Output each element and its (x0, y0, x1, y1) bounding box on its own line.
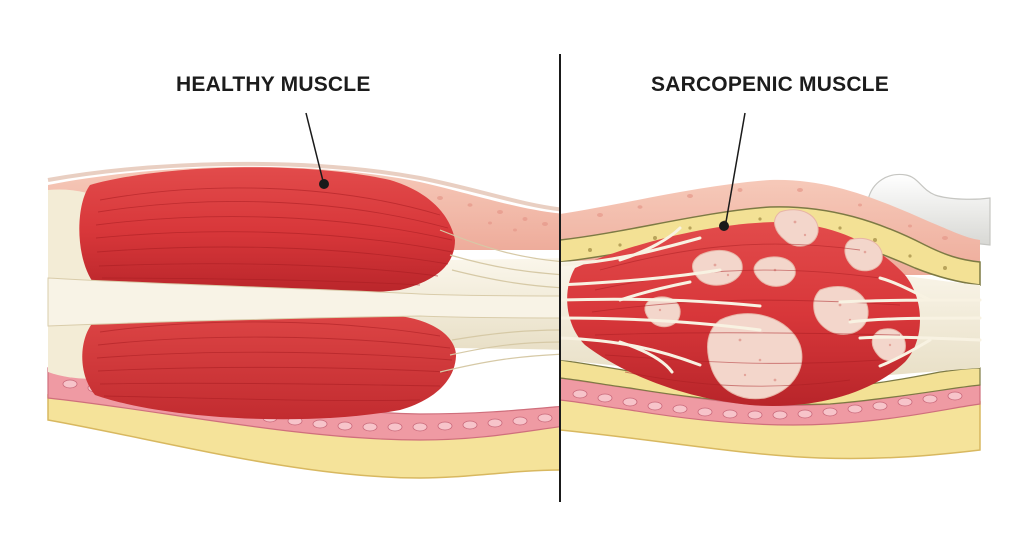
healthy-pointer (305, 112, 329, 189)
healthy-muscle-section (47, 161, 560, 479)
sarcopenic-skin-pores (597, 188, 948, 240)
healthy-skin-pores (437, 196, 548, 232)
sarcopenic-pointer (719, 112, 746, 231)
healthy-tendon-fibers (439, 229, 560, 373)
healthy-muscle-label: HEALTHY MUSCLE (176, 73, 371, 96)
healthy-upper-muscle-belly (79, 167, 456, 296)
sarcopenic-muscle-section (560, 173, 991, 460)
sarcopenic-dermis-cells (572, 389, 963, 420)
sarcopenic-tendon-strands (560, 226, 982, 374)
healthy-muscle-fibers (95, 187, 453, 401)
healthy-central-tendon (47, 277, 560, 327)
healthy-top-fascia (47, 161, 560, 212)
sarcopenic-fat-stipple (658, 220, 892, 382)
healthy-lower-muscle-belly (82, 308, 456, 420)
sarcopenic-muscle-label: SARCOPENIC MUSCLE (651, 73, 889, 96)
